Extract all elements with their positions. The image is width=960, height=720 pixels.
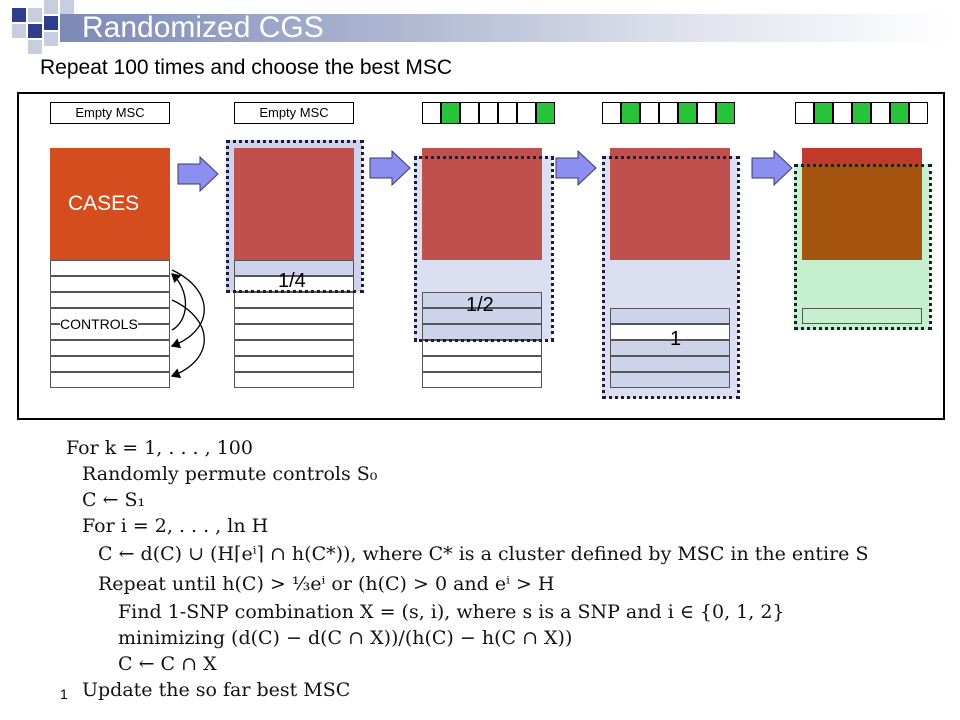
msc-cell (441, 102, 460, 124)
msc-cell (716, 102, 735, 124)
arrow-right-icon (555, 150, 597, 186)
selection-dotted-box (794, 164, 932, 330)
algorithm-line: C ← d(C) ∪ (H⌈eⁱ⌉ ∩ h(C*)), where C* is … (98, 543, 869, 565)
slide-subtitle: Repeat 100 times and choose the best MSC (40, 56, 453, 79)
controls-label: CONTROLS (60, 316, 138, 332)
fraction-label: 1/2 (466, 294, 494, 316)
page-number: 1 (60, 686, 68, 702)
empty-msc-label: Empty MSC (234, 102, 354, 124)
control-row (422, 340, 542, 356)
msc-cell (697, 102, 716, 124)
selection-dotted-box (602, 156, 740, 399)
cases-block (50, 148, 170, 260)
algorithm-line: C ← S₁ (82, 489, 146, 511)
fraction-label: 1/4 (278, 270, 306, 292)
selection-dotted-box (414, 156, 554, 342)
algorithm-line: minimizing (d(C) − d(C ∩ X))/(h(C) − h(C… (118, 627, 573, 649)
control-row (422, 372, 542, 388)
msc-cell (678, 102, 697, 124)
control-row (50, 340, 170, 356)
header-square (28, 24, 42, 38)
msc-cell (460, 102, 479, 124)
header-square (44, 0, 58, 14)
control-row (50, 276, 170, 292)
control-row (610, 324, 730, 340)
cases-block-top (802, 148, 922, 164)
control-row (422, 308, 542, 324)
header-square (28, 8, 42, 22)
msc-cell (833, 102, 852, 124)
algorithm-line: Repeat until h(C) > ⅓eⁱ or (h(C) > 0 and… (98, 573, 555, 595)
fraction-label: 1 (670, 328, 682, 350)
arrow-right-icon (751, 150, 793, 186)
msc-cell (659, 102, 678, 124)
msc-cell (640, 102, 659, 124)
header-square (12, 8, 26, 22)
control-row (234, 340, 354, 356)
algorithm-line: Find 1-SNP combination X = (s, i), where… (118, 601, 785, 623)
algorithm-line: Randomly permute controls S₀ (82, 463, 378, 485)
header-square (60, 0, 74, 14)
cases-block (422, 148, 542, 260)
control-row (234, 324, 354, 340)
empty-msc-label: Empty MSC (50, 102, 170, 124)
algorithm-line: For i = 2, . . . , ln H (82, 515, 269, 537)
msc-cell (602, 102, 621, 124)
msc-cell (871, 102, 890, 124)
arrow-right-icon (177, 156, 219, 192)
control-row (50, 292, 170, 308)
control-row (234, 292, 354, 308)
control-row (50, 260, 170, 276)
msc-cell (814, 102, 833, 124)
msc-cell (890, 102, 909, 124)
msc-cell (852, 102, 871, 124)
control-row (50, 372, 170, 388)
msc-cell (795, 102, 814, 124)
msc-cell (909, 102, 928, 124)
control-row (422, 356, 542, 372)
title-bar (60, 14, 950, 42)
control-row (50, 356, 170, 372)
msc-cell (621, 102, 640, 124)
selection-dotted-box (226, 140, 364, 293)
cases-block (234, 148, 354, 260)
control-row (234, 308, 354, 324)
permutation-arcs (170, 269, 205, 379)
control-row (610, 340, 730, 356)
control-row (422, 292, 542, 308)
algorithm-line: Update the so far best MSC (82, 679, 351, 701)
control-row (610, 356, 730, 372)
msc-cell (498, 102, 517, 124)
header-square (44, 16, 58, 30)
algorithm-line: C ← C ∩ X (118, 653, 217, 675)
header-square (12, 24, 26, 38)
cases-label: CASES (68, 192, 140, 215)
algorithm-line: For k = 1, . . . , 100 (66, 437, 253, 459)
control-row (234, 260, 354, 276)
msc-cell (536, 102, 555, 124)
msc-cell (517, 102, 536, 124)
slide-title: Randomized CGS (82, 11, 324, 44)
control-row (234, 372, 354, 388)
control-row (610, 372, 730, 388)
control-row (802, 308, 922, 324)
control-row (610, 308, 730, 324)
cases-block (610, 148, 730, 260)
arrow-right-icon (369, 150, 411, 186)
msc-cell (479, 102, 498, 124)
control-row (234, 356, 354, 372)
msc-cell (422, 102, 441, 124)
header-square (44, 32, 58, 46)
header-square (28, 40, 42, 54)
